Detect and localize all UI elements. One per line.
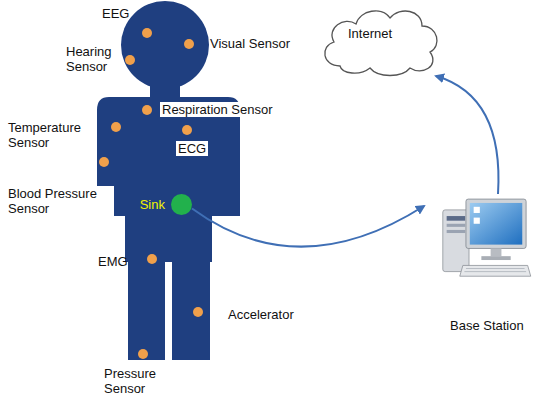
data-link-arrow	[192, 206, 424, 247]
sensor-label: Temperature Sensor	[8, 120, 96, 150]
human-silhouette	[97, 1, 240, 360]
cloud-label: Internet	[348, 26, 392, 41]
sensor-label: EMG	[98, 254, 128, 269]
sensor-label: ECG	[176, 141, 208, 156]
base-station: Base Station	[426, 196, 546, 336]
sensor-label: Pressure Sensor	[104, 366, 166, 396]
sensor-label: Respiration Sensor	[160, 102, 275, 117]
sink-node: Sink	[171, 194, 192, 215]
data-link-arrow	[436, 76, 498, 194]
sensor-label: Hearing Sensor	[66, 44, 128, 74]
sensor-label: EEG	[102, 6, 129, 21]
node-label: Base Station	[450, 318, 524, 333]
sensor-label: Blood Pressure Sensor	[6, 186, 114, 216]
computer-icon	[426, 196, 546, 304]
sensor-label: Accelerator	[228, 307, 294, 322]
cloud-outline	[318, 4, 442, 78]
sensor-label: Visual Sensor	[210, 36, 290, 51]
sink-label: Sink	[140, 197, 165, 212]
sensor-dots	[99, 28, 203, 359]
internet-cloud: Internet	[318, 4, 442, 78]
